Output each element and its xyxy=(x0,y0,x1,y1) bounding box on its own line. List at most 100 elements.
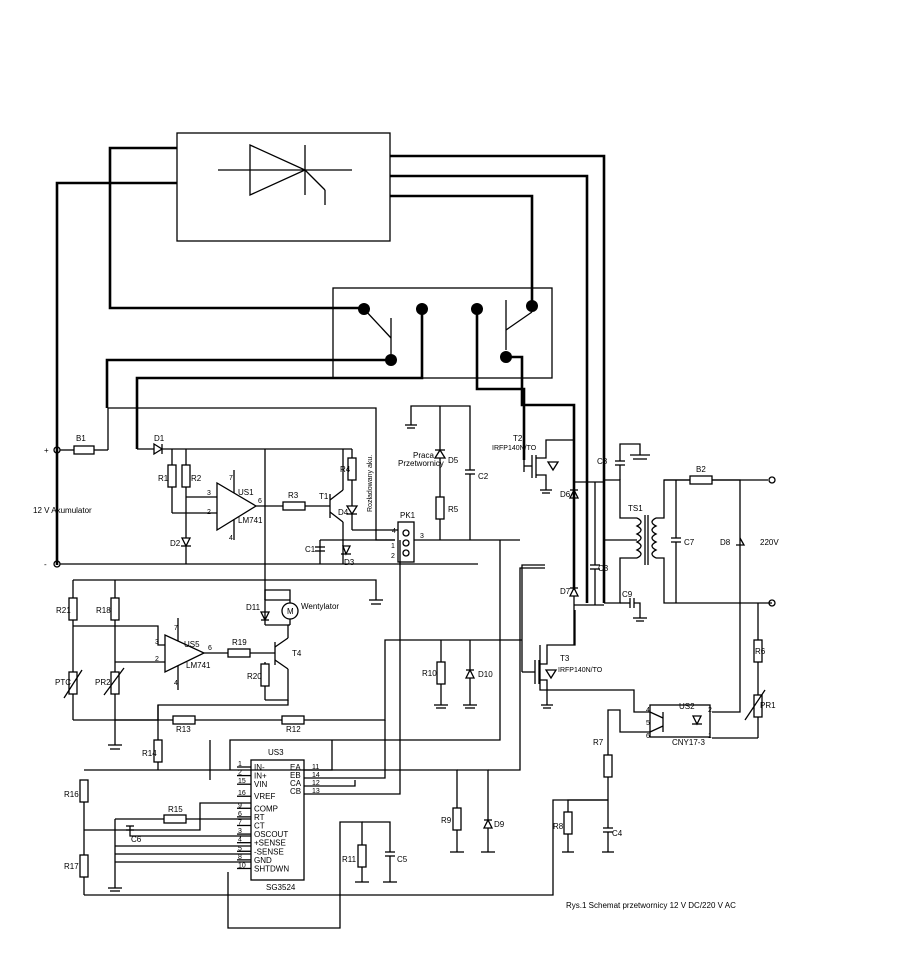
mosfet-t3 xyxy=(521,564,576,709)
us3-pin-name: EB xyxy=(290,771,301,780)
relay-pin-3: 3 xyxy=(420,533,424,540)
figure-caption: Rys.1 Schemat przetwornicy 12 V DC/220 V… xyxy=(566,901,736,910)
us5-pin-3: 3 xyxy=(155,639,159,646)
us3-pin-name: EA xyxy=(290,763,301,772)
label-r16: R16 xyxy=(64,790,79,799)
label-r3: R3 xyxy=(288,491,299,500)
us3-pin-number: 12 xyxy=(312,780,320,787)
label-r17: R17 xyxy=(64,862,79,871)
us3-wiring xyxy=(79,540,545,929)
label-pr1: PR1 xyxy=(760,701,776,710)
us3-pin-number: 7 xyxy=(238,819,242,826)
label-d1: D1 xyxy=(154,434,165,443)
us3-pin-name: CB xyxy=(290,787,301,796)
us3-pin-name: CA xyxy=(290,779,302,788)
diodes-d6-d7 xyxy=(568,478,604,645)
us3-name: US3 xyxy=(268,748,284,757)
fan-label: Wentylator xyxy=(301,602,339,611)
label-c1: C1 xyxy=(305,545,316,554)
us3-part: SG3524 xyxy=(266,883,296,892)
us5-pin-6: 6 xyxy=(208,645,212,652)
us2-pin-1: 1 xyxy=(708,733,712,740)
label-r13: R13 xyxy=(176,725,191,734)
label-r18: R18 xyxy=(96,606,111,615)
relay-name: PK1 xyxy=(400,511,416,520)
label-d7: D7 xyxy=(560,587,571,596)
label-d3: D3 xyxy=(344,558,355,567)
mosfet-t2 xyxy=(523,439,575,494)
r10-d10 xyxy=(434,639,522,709)
transformer-name: TS1 xyxy=(628,504,643,513)
label-r2: R2 xyxy=(191,474,202,483)
us5-pin-4: 4 xyxy=(174,680,178,687)
battery-label: 12 V Akumulator xyxy=(33,506,92,515)
us3-pin-number: 5 xyxy=(238,845,242,852)
us2-pin-2: 2 xyxy=(708,707,712,714)
label-d9: D9 xyxy=(494,820,505,829)
us1-name: US1 xyxy=(238,488,254,497)
label-r9: R9 xyxy=(441,816,452,825)
us1-part: LM741 xyxy=(238,516,263,525)
us3-pin-number: 8 xyxy=(238,854,242,861)
label-c8: C8 xyxy=(597,457,608,466)
us3-chip xyxy=(250,759,305,881)
us3-pin-name: -SENSE xyxy=(254,847,284,856)
us5-pin-2: 2 xyxy=(155,656,159,663)
work-led-label-1: Praca xyxy=(413,451,434,460)
label-r8: R8 xyxy=(553,822,564,831)
label-r7: R7 xyxy=(593,738,604,747)
label-c3: C3 xyxy=(598,564,609,573)
us3-pin-number: 2 xyxy=(238,770,242,777)
label-ptc: PTC xyxy=(55,678,71,687)
label-d6: D6 xyxy=(560,490,571,499)
feedback-network xyxy=(84,735,614,896)
label-r14: R14 xyxy=(142,749,157,758)
label-r12: R12 xyxy=(286,725,301,734)
us1-pin-6: 6 xyxy=(258,498,262,505)
us3-pin-number: 1 xyxy=(238,761,242,768)
label-r5: R5 xyxy=(448,505,459,514)
thyristor-symbol xyxy=(218,143,352,205)
us2-part: CNY17-3 xyxy=(672,738,705,747)
led-overload-label: Rozładowany aku. xyxy=(367,455,374,512)
us3-pin-number: 10 xyxy=(238,862,246,869)
label-c5: C5 xyxy=(397,855,408,864)
us5-part: LM741 xyxy=(186,661,211,670)
us3-pin-number: 6 xyxy=(238,811,242,818)
label-r6: R6 xyxy=(755,647,766,656)
label-d4: D4 xyxy=(338,508,349,517)
us1-pin-3: 3 xyxy=(207,490,211,497)
label-r11: R11 xyxy=(342,855,357,864)
us3-pin-name: VREF xyxy=(254,792,275,801)
us1-section xyxy=(137,442,395,600)
label-r10: R10 xyxy=(422,669,437,678)
t2-name: T2 xyxy=(513,434,523,443)
transformer-ts1 xyxy=(604,443,772,622)
label-c2: C2 xyxy=(478,472,489,481)
relay-pin-2: 2 xyxy=(391,553,395,560)
label-d11: D11 xyxy=(246,603,261,612)
optocoupler-us2 xyxy=(539,645,711,738)
us3-pin-name: SHTDWN xyxy=(254,864,289,873)
label-r21: R21 xyxy=(56,606,71,615)
label-c9: C9 xyxy=(622,590,633,599)
output-voltage-label: 220V xyxy=(760,538,779,547)
connector-block xyxy=(332,287,553,379)
us3-pin-number: 16 xyxy=(238,790,246,797)
work-led-section xyxy=(405,405,475,540)
us1-pin-2: 2 xyxy=(207,509,211,516)
fan-symbol: M xyxy=(287,607,294,616)
label-r1: R1 xyxy=(158,474,169,483)
battery-minus: - xyxy=(44,560,47,569)
label-t1: T1 xyxy=(319,492,329,501)
us3-pin-name: OSCOUT xyxy=(254,830,288,839)
t2-part: IRFP140N/TO xyxy=(492,445,537,452)
label-r19: R19 xyxy=(232,638,247,647)
us3-pin-name: VIN xyxy=(254,780,268,789)
label-d8: D8 xyxy=(720,538,731,547)
label-d5: D5 xyxy=(448,456,459,465)
us2-name: US2 xyxy=(679,702,695,711)
t3-part: IRFP140N/TO xyxy=(558,667,603,674)
label-t4: T4 xyxy=(292,649,302,658)
